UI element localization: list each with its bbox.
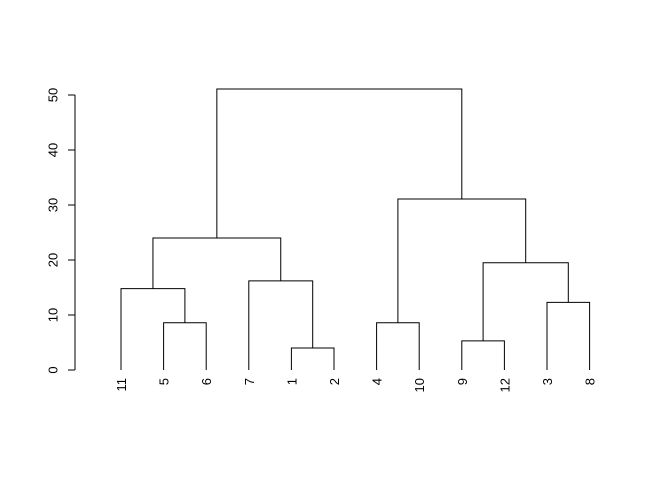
dendrogram-merge [290, 347, 335, 370]
leaf-label: 12 [497, 378, 512, 392]
dendrogram-merge [546, 301, 591, 370]
leaf-label: 8 [583, 378, 598, 385]
dendrogram-merge [482, 262, 569, 341]
y-tick-label: 40 [45, 143, 60, 157]
y-axis: 0 10 20 30 40 50 [45, 88, 76, 374]
dendrogram-merge [461, 340, 505, 370]
dendrogram-merge [248, 280, 314, 370]
dendrogram-merge [376, 322, 420, 370]
y-tick-label: 30 [45, 198, 60, 212]
dendrogram-tree [120, 88, 591, 370]
leaf-label: 11 [114, 378, 129, 392]
leaf-label: 3 [540, 378, 555, 385]
dendrogram-merge [216, 88, 463, 238]
leaf-label: 5 [157, 378, 172, 385]
y-tick-label: 50 [45, 88, 60, 102]
y-tick-label: 0 [45, 366, 60, 373]
leaf-label: 10 [412, 378, 427, 392]
leaf-label: 7 [242, 378, 257, 385]
dendrogram-merge [120, 288, 186, 370]
y-tick-label: 10 [45, 308, 60, 322]
leaf-label: 2 [327, 378, 342, 385]
leaf-label: 9 [455, 378, 470, 385]
leaf-label: 4 [370, 378, 385, 385]
dendrogram-merge [163, 322, 207, 370]
y-tick-label: 20 [45, 253, 60, 267]
leaf-label: 6 [199, 378, 214, 385]
dendrogram-merge [397, 198, 527, 323]
leaf-label: 1 [284, 378, 299, 385]
